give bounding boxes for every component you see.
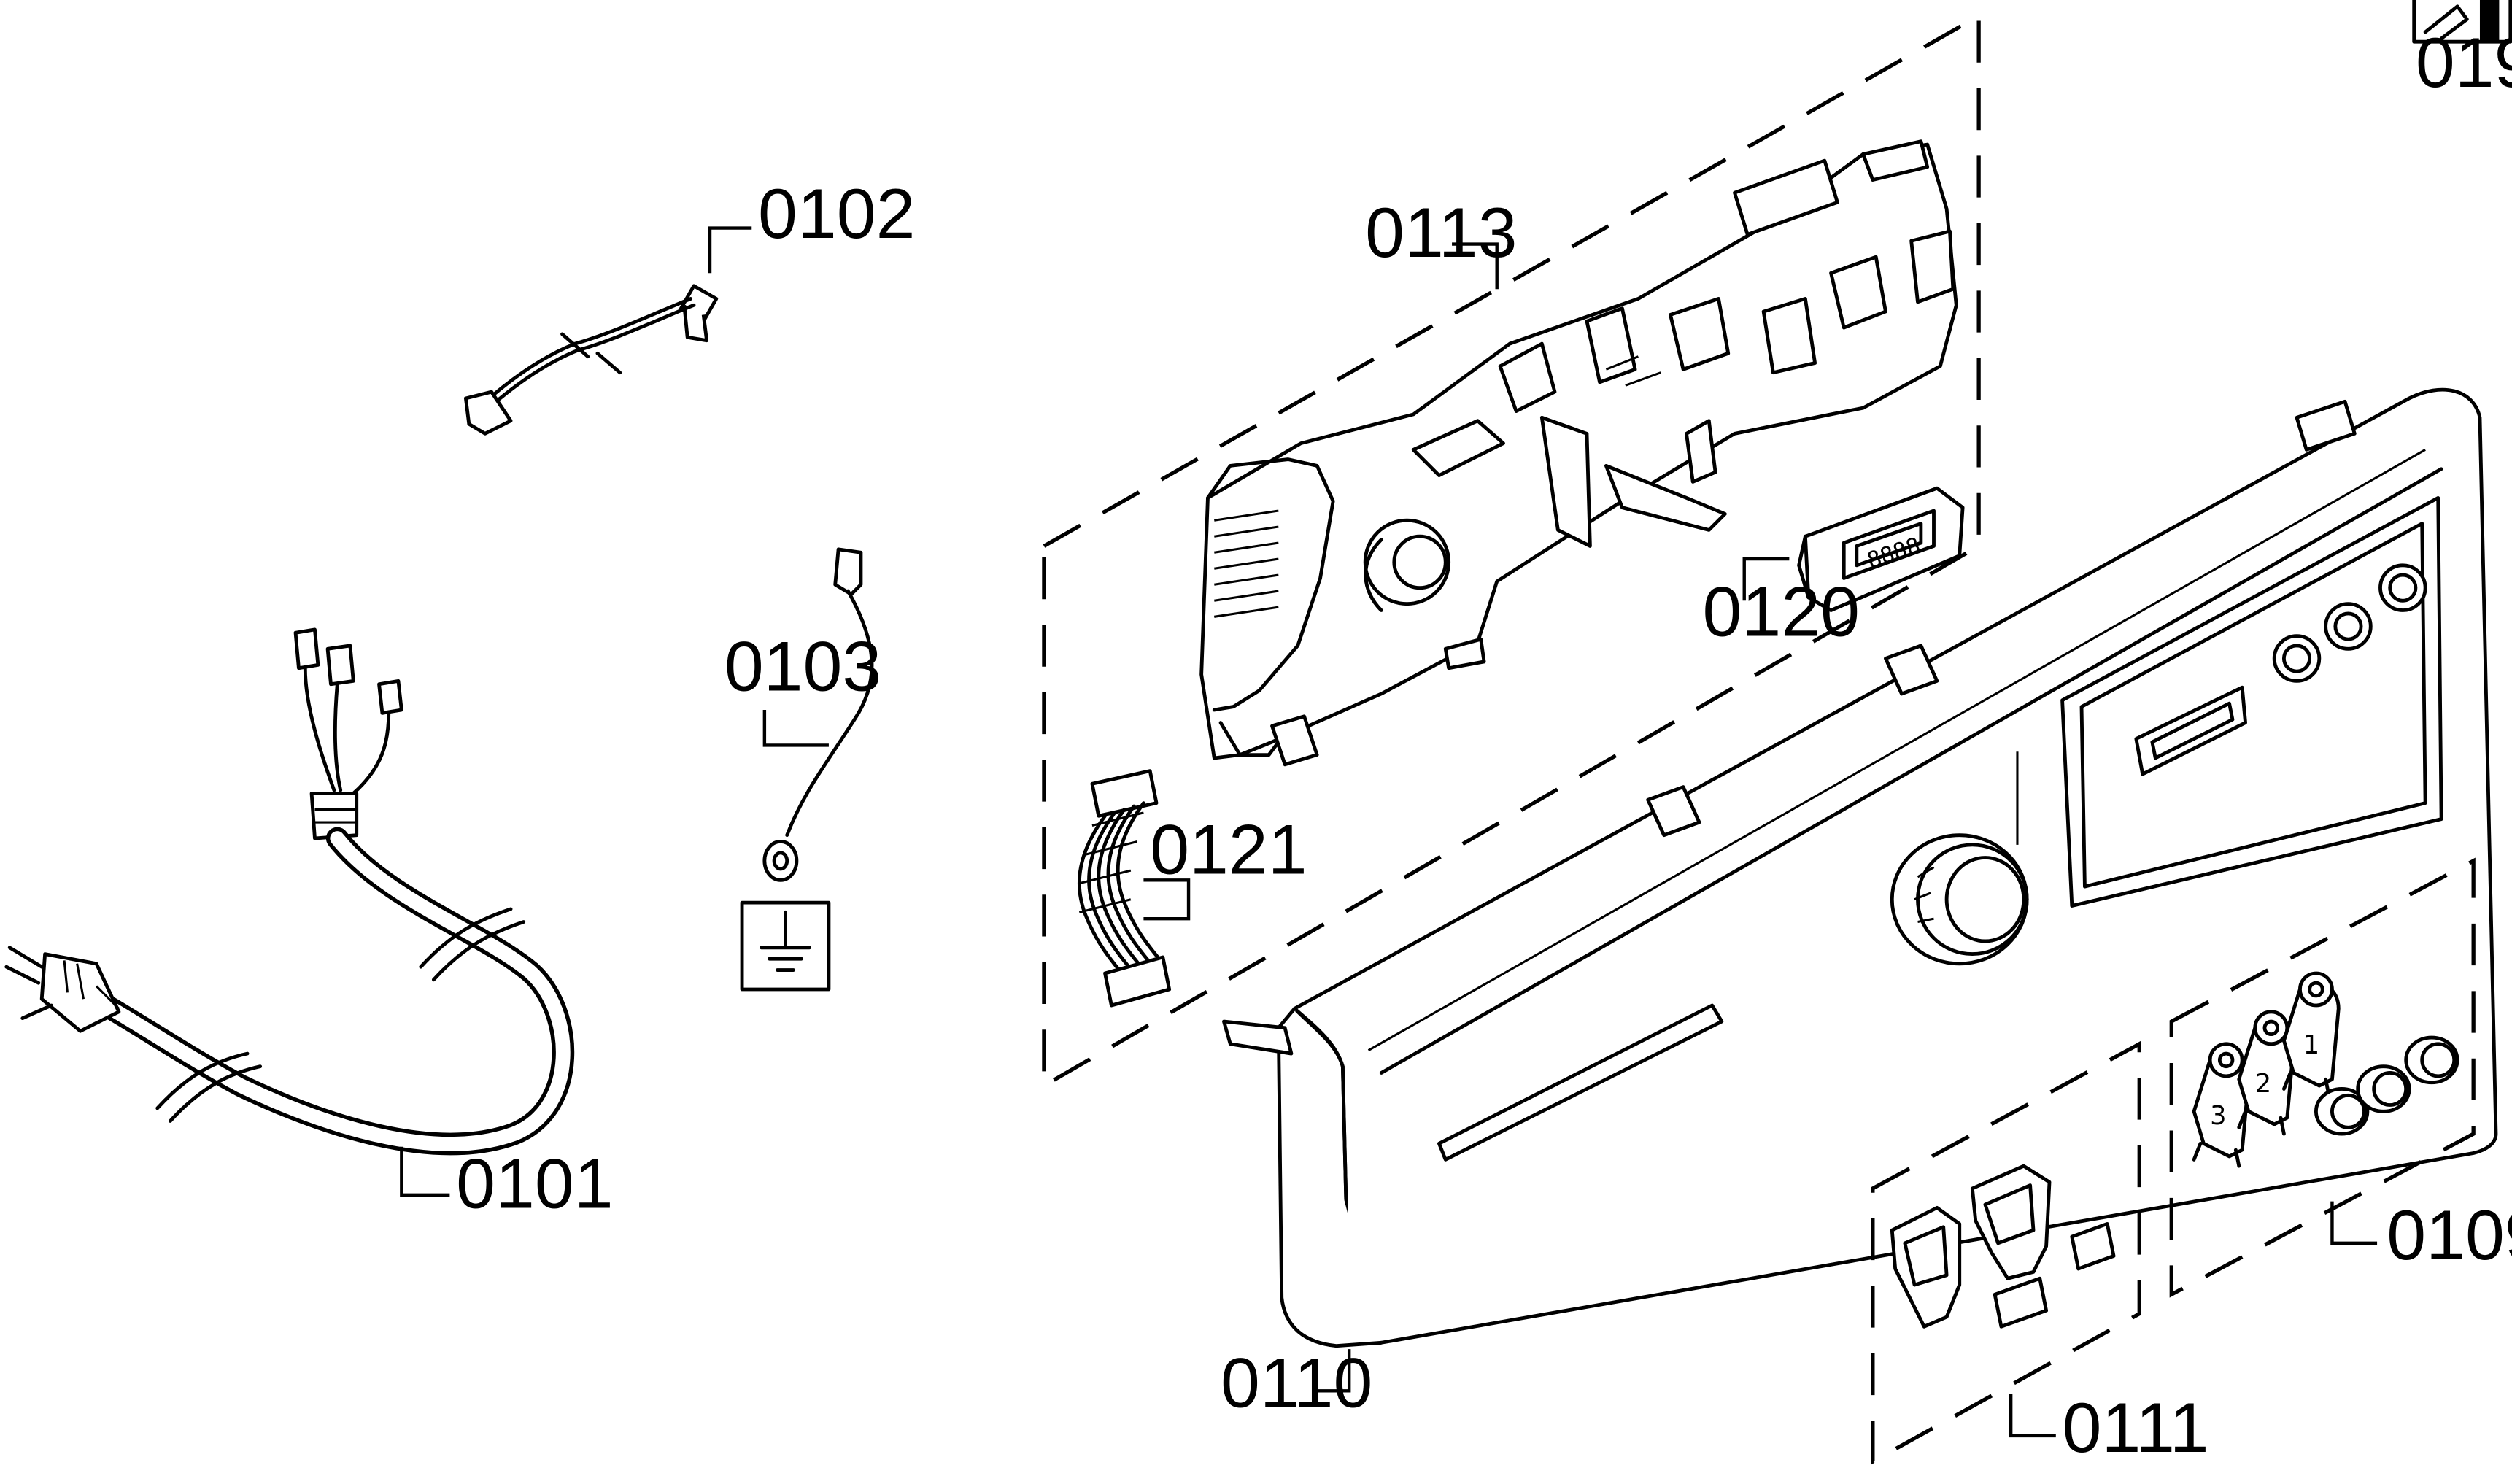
label-0113: 0113 (1365, 193, 1517, 272)
group-boundary-0111 (1871, 1040, 2141, 1465)
ribbon-harness-0121 (1077, 769, 1172, 1008)
ground-wire-0103 (762, 547, 874, 882)
group-boundary-0113 (1042, 12, 1981, 1089)
leader-0121 (1143, 878, 1191, 921)
power-cord-0101 (4, 627, 575, 1156)
button-set-0111 (1890, 1164, 2116, 1329)
leader-0103 (762, 709, 829, 747)
knob-digit-1: 1 (2303, 1030, 2319, 1060)
knob-digit-2: 2 (2255, 1069, 2271, 1099)
label-0103: 0103 (724, 627, 881, 706)
label-0199: 0199 (2416, 23, 2512, 102)
control-module-0113 (1199, 139, 1958, 767)
leader-0101 (400, 1146, 450, 1197)
label-0121: 0121 (1150, 810, 1307, 889)
leader-0120 (1742, 557, 1790, 601)
group-boundary-0109 (2169, 857, 2476, 1298)
label-0110: 0110 (1221, 1342, 1372, 1422)
label-0120: 0120 (1702, 572, 1859, 652)
label-0111: 0111 (2063, 1388, 2209, 1467)
knob-digit-3: 3 (2210, 1101, 2226, 1131)
ground-symbol-icon (740, 900, 831, 992)
display-module-0120: 8888 (1797, 486, 1965, 612)
leader-0110 (1313, 1349, 1351, 1393)
leader-0111 (2009, 1394, 2056, 1438)
label-0109: 0109 (2387, 1195, 2512, 1275)
knob-set-0109: 3 2 1 (2192, 971, 2459, 1168)
symbol-0199-icon (2412, 0, 2512, 44)
leader-0102 (708, 226, 752, 274)
wire-harness-0102 (463, 284, 719, 436)
leader-0113 (1452, 242, 1499, 290)
label-0102: 0102 (758, 174, 915, 253)
leader-0109 (2330, 1201, 2378, 1245)
label-0101: 0101 (456, 1143, 613, 1223)
